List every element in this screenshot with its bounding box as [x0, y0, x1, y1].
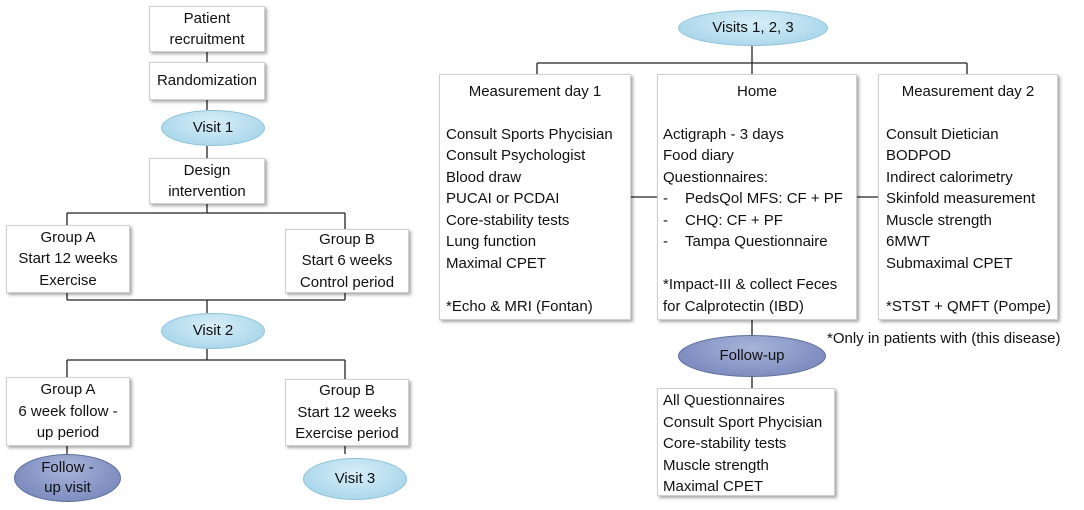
- group-b1-line2: Start 6 weeks: [301, 252, 393, 270]
- group-a-exercise-box: Group A Start 12 weeks Exercise: [6, 225, 130, 293]
- follow-up-item: Core-stability tests: [663, 435, 787, 452]
- home-item: Actigraph - 3 days: [663, 125, 784, 143]
- follow-up-visit-line2: up visit: [44, 479, 91, 496]
- measurement-day-2-box: Measurement day 2 Consult Dietician BODP…: [878, 74, 1058, 320]
- home-item: Food diary: [663, 147, 734, 164]
- follow-up-oval: Follow-up: [678, 335, 826, 377]
- design-intervention-line2: intervention: [168, 183, 246, 200]
- visit-1-label: Visit 1: [192, 119, 234, 136]
- day1-item: Core-stability tests: [446, 211, 570, 229]
- day2-item: Consult Dietician: [886, 125, 999, 143]
- group-b-control-box: Group B Start 6 weeks Control period: [285, 229, 409, 293]
- group-a2-line1: Group A: [40, 381, 96, 399]
- home-sub-item: -Tampa Questionnaire: [663, 233, 828, 250]
- group-b-exercise-box: Group B Start 12 weeks Exercise period: [285, 379, 409, 446]
- group-a2-line3: up period: [36, 424, 100, 442]
- day1-item: Lung function: [446, 233, 537, 250]
- home-item: Questionnaires:: [663, 168, 769, 186]
- patient-recruitment-line2: recruitment: [169, 31, 245, 48]
- randomization-box: Randomization: [149, 62, 265, 100]
- measurement-day-1-box: Measurement day 1 Consult Sports Phycisi…: [439, 74, 631, 320]
- day2-note: *STST + QMFT (Pompe): [886, 297, 1051, 315]
- group-b1-line1: Group B: [319, 230, 375, 248]
- home-note-line1: *Impact-III & collect Feces: [663, 276, 838, 293]
- day2-item: Skinfold measurement: [886, 190, 1036, 207]
- follow-up-visit-oval: Follow - up visit: [14, 454, 121, 502]
- visits-1-2-3-label: Visits 1, 2, 3: [712, 19, 794, 36]
- day1-item: PUCAI or PCDAI: [446, 190, 560, 207]
- group-a1-line3: Exercise: [39, 271, 97, 289]
- group-a-follow-up-box: Group A 6 week follow - up period: [6, 377, 130, 446]
- day2-item: BODPOD: [886, 147, 952, 164]
- design-intervention-box: Design intervention: [149, 158, 265, 204]
- follow-up-label: Follow-up: [719, 347, 785, 364]
- visit-2-oval: Visit 2: [161, 313, 265, 349]
- follow-up-box: All Questionnaires Consult Sport Phycisi…: [657, 388, 835, 496]
- day2-item: Submaximal CPET: [886, 254, 1013, 272]
- day1-item: Consult Psychologist: [446, 147, 586, 164]
- design-intervention-line1: Design: [183, 161, 231, 179]
- follow-up-item: Consult Sport Phycisian: [663, 413, 823, 431]
- visit-1-oval: Visit 1: [161, 110, 265, 146]
- group-b2-line2: Start 12 weeks: [297, 403, 397, 421]
- randomization-label: Randomization: [156, 72, 258, 90]
- day1-item: Maximal CPET: [446, 254, 547, 272]
- measurement-day-2-title: Measurement day 2: [901, 83, 1035, 100]
- visit-2-label: Visit 2: [192, 322, 234, 339]
- home-title: Home: [736, 83, 777, 100]
- group-b2-line1: Group B: [319, 382, 375, 400]
- day1-item: Consult Sports Phycisian: [446, 125, 613, 143]
- home-sub-item-text: Tampa Questionnaire: [685, 233, 828, 250]
- home-sub-item: -PedsQol MFS: CF + PF: [663, 190, 843, 207]
- home-sub-item-text: CHQ: CF + PF: [685, 211, 783, 229]
- follow-up-item: Muscle strength: [663, 456, 769, 474]
- group-b1-line3: Control period: [299, 273, 395, 291]
- follow-up-visit-line1: Follow -: [41, 459, 94, 476]
- patient-recruitment-line1: Patient: [183, 9, 231, 27]
- follow-up-item: Maximal CPET: [663, 478, 764, 495]
- home-sub-item-text: PedsQol MFS: CF + PF: [685, 190, 843, 207]
- home-sub-item: -CHQ: CF + PF: [663, 211, 783, 229]
- visits-1-2-3-oval: Visits 1, 2, 3: [678, 10, 828, 46]
- patient-recruitment-box: Patient recruitment: [149, 6, 265, 52]
- day1-note: *Echo & MRI (Fontan): [446, 297, 593, 315]
- group-a1-line2: Start 12 weeks: [18, 250, 118, 268]
- only-in-patients-note: *Only in patients with (this disease): [827, 330, 1061, 347]
- measurement-day-1-title: Measurement day 1: [468, 83, 602, 100]
- day1-item: Blood draw: [446, 168, 522, 186]
- visit-3-label: Visit 3: [334, 470, 376, 487]
- follow-up-item: All Questionnaires: [663, 392, 785, 409]
- group-a1-line1: Group A: [40, 228, 96, 246]
- day2-item: Indirect calorimetry: [886, 168, 1013, 186]
- group-b2-line3: Exercise period: [295, 425, 399, 443]
- group-a2-line2: 6 week follow -: [18, 402, 118, 420]
- day2-item: Muscle strength: [886, 211, 992, 229]
- home-note-line2: for Calprotectin (IBD): [663, 297, 804, 315]
- visit-3-oval: Visit 3: [303, 458, 407, 500]
- day2-item: 6MWT: [886, 233, 931, 250]
- home-box: Home Actigraph - 3 days Food diary Quest…: [657, 74, 857, 320]
